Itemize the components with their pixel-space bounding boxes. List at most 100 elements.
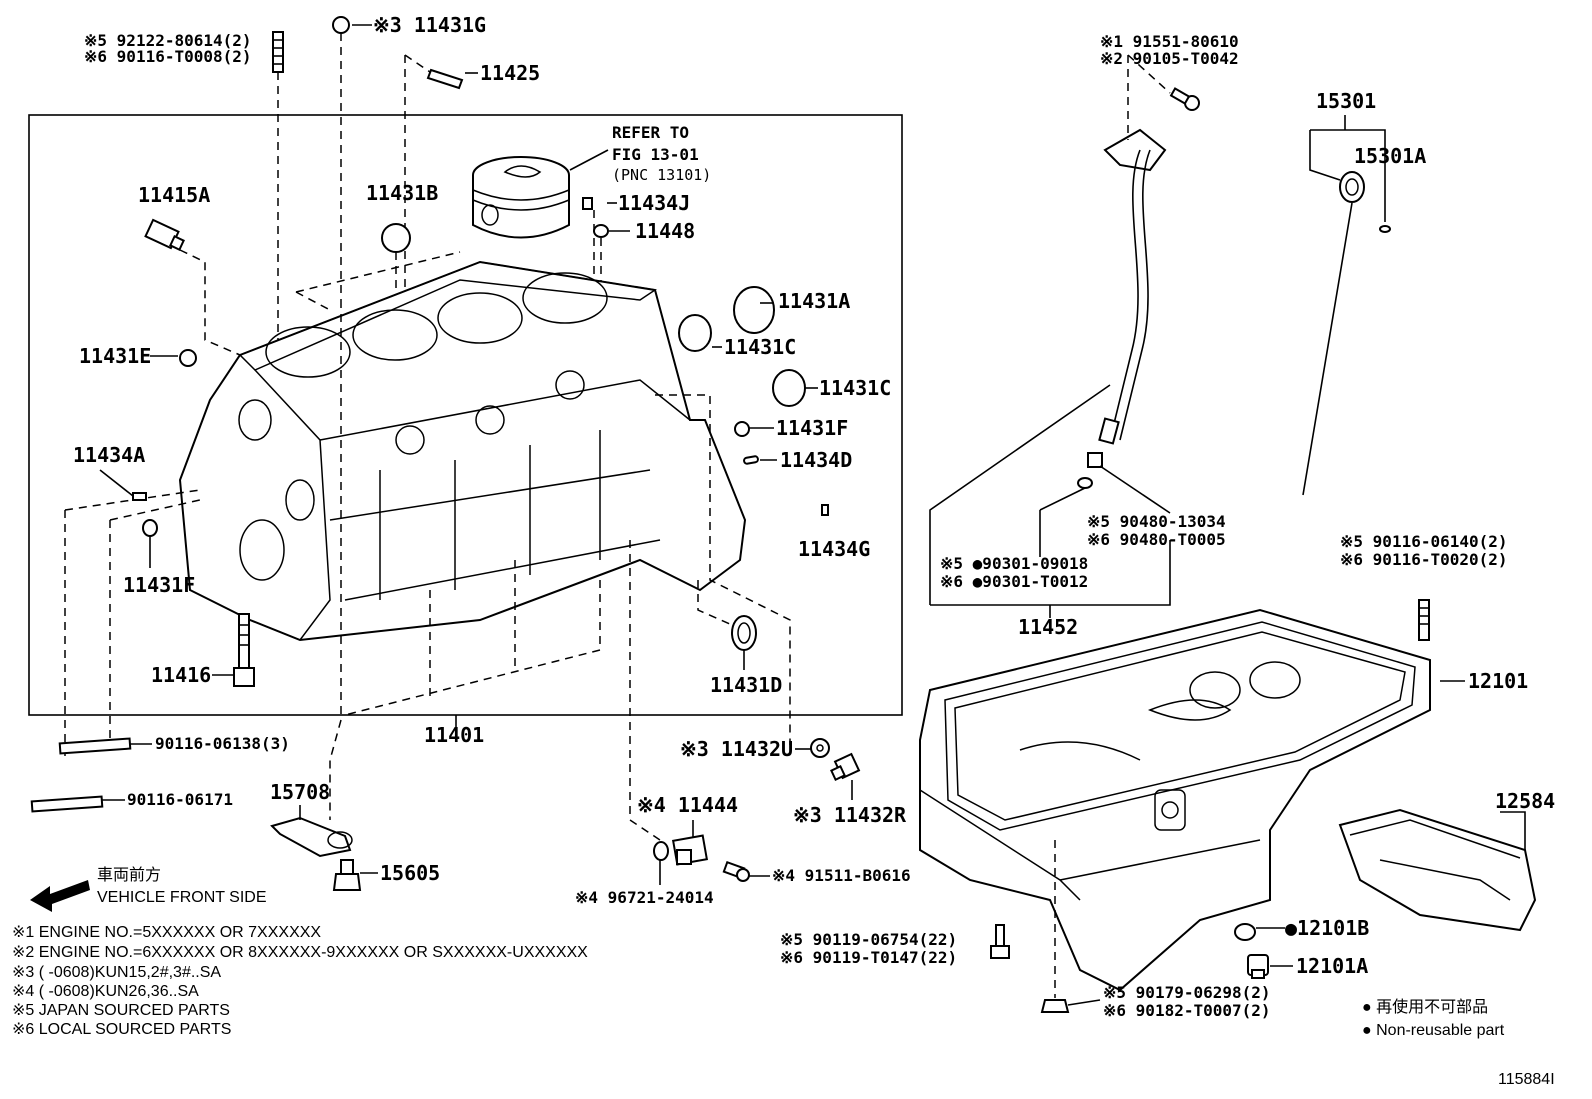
- label-90182: ※6 90182-T0007(2): [1103, 1001, 1271, 1020]
- legend-en: ● Non-reusable part: [1362, 1022, 1505, 1039]
- label-90301-t0012: ※6 ●90301-T0012: [940, 572, 1088, 591]
- label-11415a: 11415A: [138, 183, 210, 207]
- label-11431g: ※3 11431G: [373, 13, 486, 37]
- label-11432u: ※3 11432U: [680, 737, 793, 761]
- front-arrow-icon: [30, 880, 90, 912]
- label-11432r: ※3 11432R: [793, 803, 907, 827]
- baffle-12584-icon: [1338, 808, 1537, 932]
- label-90116-t0008: ※6 90116-T0008(2): [84, 47, 252, 66]
- label-15301: 15301: [1316, 89, 1376, 113]
- direction-en: VEHICLE FRONT SIDE: [97, 889, 267, 906]
- gasket-11432u-icon: [810, 738, 830, 758]
- pin-11434d-icon: [743, 455, 759, 465]
- figure-id: 115884I: [1498, 1071, 1555, 1088]
- sleeve-90480-icon: [1087, 452, 1103, 468]
- label-15301a: 15301A: [1354, 144, 1426, 168]
- label-90179: ※5 90179-06298(2): [1103, 983, 1271, 1002]
- jet-15605-icon: [332, 859, 362, 891]
- label-11431f-left: 11431F: [123, 573, 195, 597]
- bracket-15708-icon: [270, 816, 353, 858]
- label-11444: ※4 11444: [637, 793, 738, 817]
- plug-11431e-icon: [179, 349, 197, 367]
- note-5: ※5 JAPAN SOURCED PARTS: [12, 1002, 230, 1019]
- note-1: ※1 ENGINE NO.=5XXXXXX OR 7XXXXXX: [12, 924, 321, 941]
- gauge-guide-11452-icon: [1098, 128, 1167, 445]
- label-11434j: 11434J: [618, 191, 690, 215]
- label-90116-06140: ※5 90116-06140(2): [1340, 532, 1508, 551]
- cylinder-block-frame: [28, 114, 903, 716]
- bolt-91551-icon: [1169, 87, 1200, 111]
- label-15605: 15605: [380, 861, 440, 885]
- plug-11431c-2-icon: [772, 369, 806, 407]
- o-ring-15301a-icon: [1379, 225, 1391, 233]
- label-12101: 12101: [1468, 669, 1528, 693]
- plug-11431c-icon: [678, 314, 712, 352]
- label-11431b: 11431B: [366, 181, 438, 205]
- label-12584: 12584: [1495, 789, 1555, 813]
- gasket-12101b-icon: [1234, 923, 1256, 941]
- label-90116-t0020: ※6 90116-T0020(2): [1340, 550, 1508, 569]
- label-91551: ※1 91551-80610: [1100, 32, 1239, 51]
- cylinder-block-icon: [178, 260, 747, 642]
- label-11434g: 11434G: [798, 537, 870, 561]
- sensor-11444-icon: [671, 834, 709, 866]
- direction-jp: 車両前方: [97, 866, 161, 884]
- label-90116-06138: 90116-06138(3): [155, 734, 290, 753]
- label-92122: ※5 92122-80614(2): [84, 31, 252, 50]
- stud-90116-06138-icon: [58, 737, 132, 755]
- label-11425: 11425: [480, 61, 540, 85]
- label-11431f-right: 11431F: [776, 416, 848, 440]
- label-refer-2: FIG 13-01: [612, 145, 699, 164]
- label-11416: 11416: [151, 663, 211, 687]
- label-11431e: 11431E: [79, 344, 151, 368]
- label-12101a: 12101A: [1296, 954, 1368, 978]
- plug-11431g-icon: [332, 16, 350, 34]
- stud-92122-icon: [272, 31, 284, 73]
- bolt-11416-icon: [233, 613, 255, 687]
- label-90480-13034: ※5 90480-13034: [1087, 512, 1226, 531]
- label-11431c-1: 11431C: [724, 335, 796, 359]
- label-11448: 11448: [635, 219, 695, 243]
- pin-11434g-icon: [821, 504, 829, 516]
- bolt-91511-icon: [722, 860, 750, 882]
- label-11401: 11401: [424, 723, 484, 747]
- stud-11425-icon: [426, 68, 464, 90]
- label-11452: 11452: [1018, 615, 1078, 639]
- label-11431d: 11431D: [710, 673, 782, 697]
- seal-11431d-icon: [731, 615, 757, 651]
- label-11431a: 11431A: [778, 289, 850, 313]
- piston-icon: [472, 156, 570, 239]
- label-90119-t0147: ※6 90119-T0147(22): [780, 948, 957, 967]
- label-11434a: 11434A: [73, 443, 145, 467]
- label-refer-1: REFER TO: [612, 123, 689, 142]
- note-3: ※3 ( -0608)KUN15,2#,3#..SA: [12, 964, 221, 981]
- label-90105: ※2 90105-T0042: [1100, 49, 1239, 68]
- sensor-11415a-icon: [144, 218, 185, 251]
- label-11434d: 11434D: [780, 448, 852, 472]
- label-15708: 15708: [270, 780, 330, 804]
- plug-11431f-left-icon: [142, 519, 158, 537]
- label-96721: ※4 96721-24014: [575, 888, 714, 907]
- note-6: ※6 LOCAL SOURCED PARTS: [12, 1021, 231, 1038]
- plug-12101a-icon: [1247, 954, 1269, 979]
- pin-11434a-icon: [132, 492, 147, 501]
- label-90480-t0005: ※6 90480-T0005: [1087, 530, 1226, 549]
- label-90116-06171: 90116-06171: [127, 790, 233, 809]
- ring-11448-icon: [593, 224, 609, 238]
- label-90119-06754: ※5 90119-06754(22): [780, 930, 957, 949]
- label-91511: ※4 91511-B0616: [772, 866, 911, 885]
- label-refer-3: (PNC 13101): [612, 166, 711, 184]
- plug-11431a-icon: [733, 286, 775, 334]
- legend-jp: ● 再使用不可部品: [1362, 998, 1488, 1016]
- plug-11431b-icon: [381, 223, 411, 253]
- oil-pan-12101-icon: [919, 608, 1431, 992]
- label-90301-09018: ※5 ●90301-09018: [940, 554, 1088, 573]
- ring-96721-icon: [653, 841, 669, 861]
- pin-11434j-icon: [582, 197, 593, 210]
- note-2: ※2 ENGINE NO.=6XXXXXX OR 8XXXXXX-9XXXXXX…: [12, 944, 588, 961]
- nut-90179-icon: [1040, 999, 1070, 1013]
- note-4: ※4 ( -0608)KUN26,36..SA: [12, 983, 199, 1000]
- label-12101b: ●12101B: [1285, 916, 1369, 940]
- plug-11432r-icon: [830, 752, 861, 781]
